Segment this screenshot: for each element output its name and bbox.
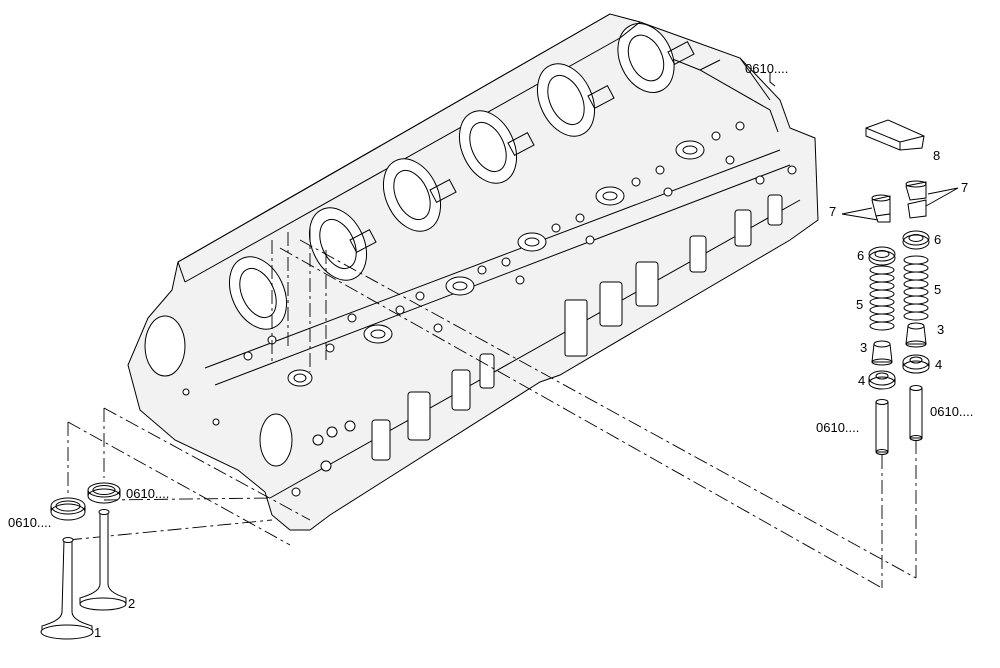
callout-5-right: 5 xyxy=(934,282,942,297)
callout-ref-seal-left: 0610.... xyxy=(8,515,52,530)
callout-ref-seal-right: 0610.... xyxy=(126,486,170,501)
collets-7-right xyxy=(905,180,927,219)
stem-seal-3-left xyxy=(871,340,893,366)
stem-seal-3-right xyxy=(905,322,927,348)
callout-ref-guide-right: 0610.... xyxy=(930,404,974,419)
valve-2 xyxy=(79,509,127,611)
callout-5-left: 5 xyxy=(856,297,864,312)
camshaft-bearings xyxy=(228,23,675,330)
end-face-bore xyxy=(144,315,186,377)
valve-ports xyxy=(287,140,705,387)
callout-7-left: 7 xyxy=(829,204,837,219)
valve-1 xyxy=(40,537,94,640)
seal-ring-left xyxy=(50,497,86,521)
leader-lines xyxy=(769,72,959,221)
washer-4-left xyxy=(868,370,896,390)
callout-2: 2 xyxy=(128,596,136,611)
spring-5-right xyxy=(903,255,929,321)
cylinder-head-body xyxy=(127,13,819,531)
assembly-center-lines xyxy=(67,228,917,589)
cylinder-head xyxy=(127,13,819,531)
collets-7-left xyxy=(871,194,891,223)
side-ports xyxy=(371,194,783,461)
valve-guide-left xyxy=(875,399,889,455)
callout-6-right: 6 xyxy=(934,232,942,247)
valve-guide-right xyxy=(909,385,923,441)
bolt-holes xyxy=(148,121,797,497)
callout-6-left: 6 xyxy=(857,248,865,263)
callout-3-right: 3 xyxy=(937,322,945,337)
callout-3-left: 3 xyxy=(860,340,868,355)
seal-ring-right xyxy=(87,482,121,504)
washer-4-right xyxy=(902,354,930,374)
callout-4-left: 4 xyxy=(858,373,866,388)
retainer-6-left xyxy=(868,246,896,266)
callout-7-right: 7 xyxy=(961,180,969,195)
callout-8: 8 xyxy=(933,148,941,163)
valve-bridge-8 xyxy=(865,119,925,151)
bearing-caps xyxy=(349,40,695,254)
callout-1: 1 xyxy=(94,625,102,640)
retainer-6-right xyxy=(902,230,930,250)
spring-5-left xyxy=(869,265,895,331)
callout-ref-guide-left: 0610.... xyxy=(816,420,860,435)
callout-ref-top: 0610.... xyxy=(745,61,789,76)
front-bore xyxy=(259,413,293,467)
callout-4-right: 4 xyxy=(935,357,943,372)
